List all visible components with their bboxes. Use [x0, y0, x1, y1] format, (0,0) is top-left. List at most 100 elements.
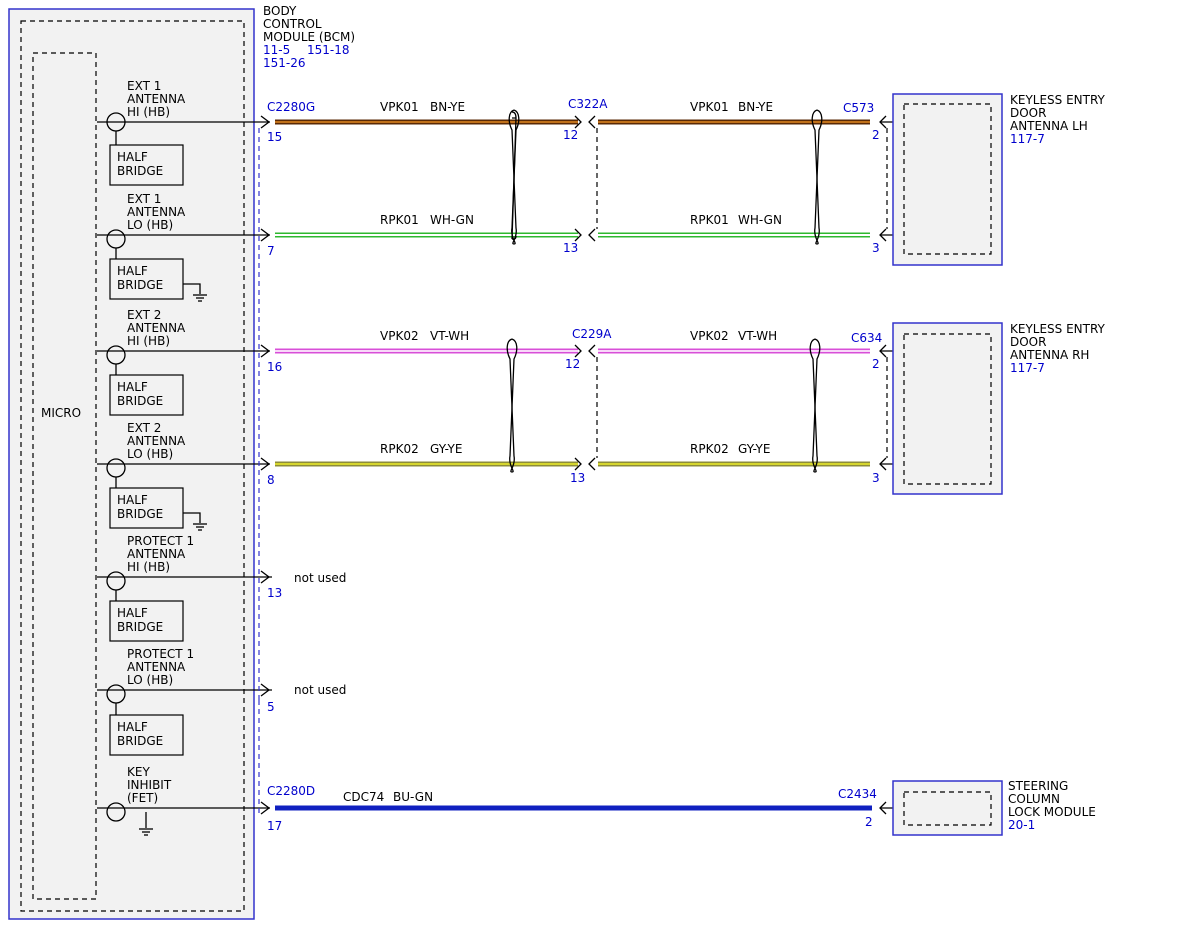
- wire-color-label: BN-YE: [430, 100, 465, 114]
- half-bridge-label: HALF: [117, 493, 148, 507]
- circuit-label: EXT 1: [127, 192, 161, 206]
- bcm-circuit-ext1-lo: EXT 1 ANTENNA LO (HB) HALF BRIDGE 7: [97, 192, 275, 302]
- bcm-ref: 151-26: [263, 56, 306, 70]
- module-inner: [903, 791, 992, 826]
- wire-circuit-label: VPK01: [380, 100, 419, 114]
- wire-color-label: VT-WH: [430, 329, 469, 343]
- bcm-circuit-protect1-hi: PROTECT 1 ANTENNA HI (HB) HALF BRIDGE 13…: [97, 534, 346, 642]
- module-ref: 117-7: [1010, 361, 1045, 375]
- bcm-ref: 151-18: [307, 43, 350, 57]
- bcm-title-line: CONTROL: [263, 17, 322, 31]
- bcm-circuit-protect1-lo: PROTECT 1 ANTENNA LO (HB) HALF BRIDGE 5 …: [97, 647, 346, 756]
- wire-circuit-label: RPK01: [690, 213, 729, 227]
- circuit-label: KEY: [127, 765, 150, 779]
- half-bridge-label: HALF: [117, 380, 148, 394]
- pin-number: 13: [267, 586, 282, 600]
- twisted-pair-1: [508, 109, 823, 245]
- wire-color-label: VT-WH: [738, 329, 777, 343]
- half-bridge-box: [109, 374, 184, 416]
- module-title: KEYLESS ENTRY: [1010, 322, 1106, 336]
- circuit-label: LO (HB): [127, 218, 173, 232]
- connector-label: C573: [843, 101, 874, 115]
- circuit-label: ANTENNA: [127, 92, 186, 106]
- connector-label: C2280D: [267, 784, 315, 798]
- circuit-label: HI (HB): [127, 105, 170, 119]
- circuit-label: HI (HB): [127, 334, 170, 348]
- wire-circuit-label: RPK01: [380, 213, 419, 227]
- wire-color-label: GY-YE: [430, 442, 462, 456]
- half-bridge-label: HALF: [117, 606, 148, 620]
- half-bridge-label: HALF: [117, 150, 148, 164]
- wire-circuit-label: CDC74: [343, 790, 384, 804]
- module-steering-column-lock: C2434 2 STEERING COLUMN LOCK MODULE 20-1: [838, 779, 1096, 836]
- half-bridge-label: BRIDGE: [117, 394, 163, 408]
- wire-circuit-label: RPK02: [380, 442, 419, 456]
- half-bridge-label: BRIDGE: [117, 507, 163, 521]
- wire-color-label: WH-GN: [738, 213, 782, 227]
- wire-color-label: BU-GN: [393, 790, 433, 804]
- circuit-label: (FET): [127, 791, 158, 805]
- circuit-label: EXT 2: [127, 421, 161, 435]
- module-ref: 117-7: [1010, 132, 1045, 146]
- pin-number: 5: [267, 700, 275, 714]
- circuit-label: ANTENNA: [127, 547, 186, 561]
- module-title: STEERING: [1008, 779, 1068, 793]
- wire-cdc74: CDC74 BU-GN: [275, 790, 872, 811]
- circuit-label: EXT 2: [127, 308, 161, 322]
- pin-number: 12: [565, 357, 580, 371]
- pin-number: 3: [872, 241, 880, 255]
- bcm-circuit-ext2-lo: EXT 2 ANTENNA LO (HB) HALF BRIDGE 8: [97, 421, 275, 531]
- module-keyless-rh: C634 2 3 KEYLESS ENTRY DOOR ANTENNA RH 1…: [851, 322, 1106, 495]
- module-title: DOOR: [1010, 106, 1046, 120]
- bcm-title: BODY CONTROL MODULE (BCM) 11-5 151-18 15…: [263, 4, 355, 70]
- wire-color-label: BN-YE: [738, 100, 773, 114]
- bcm-ref: 11-5: [263, 43, 290, 57]
- module-title: ANTENNA LH: [1010, 119, 1088, 133]
- circuit-label: EXT 1: [127, 79, 161, 93]
- module-inner: [903, 103, 992, 255]
- half-bridge-label: HALF: [117, 720, 148, 734]
- half-bridge-label: BRIDGE: [117, 620, 163, 634]
- wire-color-label: GY-YE: [738, 442, 770, 456]
- wire-rpk02: RPK02 GY-YE RPK02 GY-YE: [275, 442, 870, 467]
- pin-number: 13: [563, 241, 578, 255]
- module-title: DOOR: [1010, 335, 1046, 349]
- pin-number: 13: [570, 471, 585, 485]
- module-title: COLUMN: [1008, 792, 1060, 806]
- wire-vpk02: VPK02 VT-WH VPK02 VT-WH: [275, 329, 870, 354]
- circuit-label: LO (HB): [127, 673, 173, 687]
- wire-circuit-label: RPK02: [690, 442, 729, 456]
- connector-label: C2280G: [267, 100, 315, 114]
- half-bridge-box: [109, 600, 184, 642]
- output-symbol: [106, 802, 126, 822]
- module-title: KEYLESS ENTRY: [1010, 93, 1106, 107]
- wire-circuit-label: VPK02: [380, 329, 419, 343]
- pin-number: 15: [267, 130, 282, 144]
- half-bridge-box: [109, 144, 184, 186]
- circuit-label: PROTECT 1: [127, 534, 194, 548]
- wire-circuit-label: VPK01: [690, 100, 729, 114]
- half-bridge-box: [109, 487, 184, 529]
- connector-c229a: C229A 12 13: [565, 327, 612, 485]
- ground-icon: [139, 812, 153, 836]
- pin-number: 2: [872, 357, 880, 371]
- micro-label: MICRO: [41, 406, 81, 420]
- bcm-circuit-key-inhibit: KEY INHIBIT (FET) 17: [97, 765, 282, 836]
- bcm-circuit-ext1-hi: EXT 1 ANTENNA HI (HB) HALF BRIDGE 15: [97, 79, 282, 186]
- pin-number: 2: [865, 815, 873, 829]
- wire-rpk01: RPK01 WH-GN RPK01 WH-GN: [275, 213, 870, 238]
- circuit-label: ANTENNA: [127, 321, 186, 335]
- module-ref: 20-1: [1008, 818, 1035, 832]
- circuit-label: HI (HB): [127, 560, 170, 574]
- circuit-label: LO (HB): [127, 447, 173, 461]
- connector-c322a: C322A 12 13: [563, 97, 608, 255]
- pin-number: 3: [872, 471, 880, 485]
- half-bridge-box: [109, 714, 184, 756]
- ground-icon: [183, 283, 207, 302]
- module-title: ANTENNA RH: [1010, 348, 1089, 362]
- half-bridge-label: BRIDGE: [117, 278, 163, 292]
- pin-number: 17: [267, 819, 282, 833]
- connector-label: C2434: [838, 787, 877, 801]
- not-used-label: not used: [294, 571, 346, 585]
- pin-number: 8: [267, 473, 275, 487]
